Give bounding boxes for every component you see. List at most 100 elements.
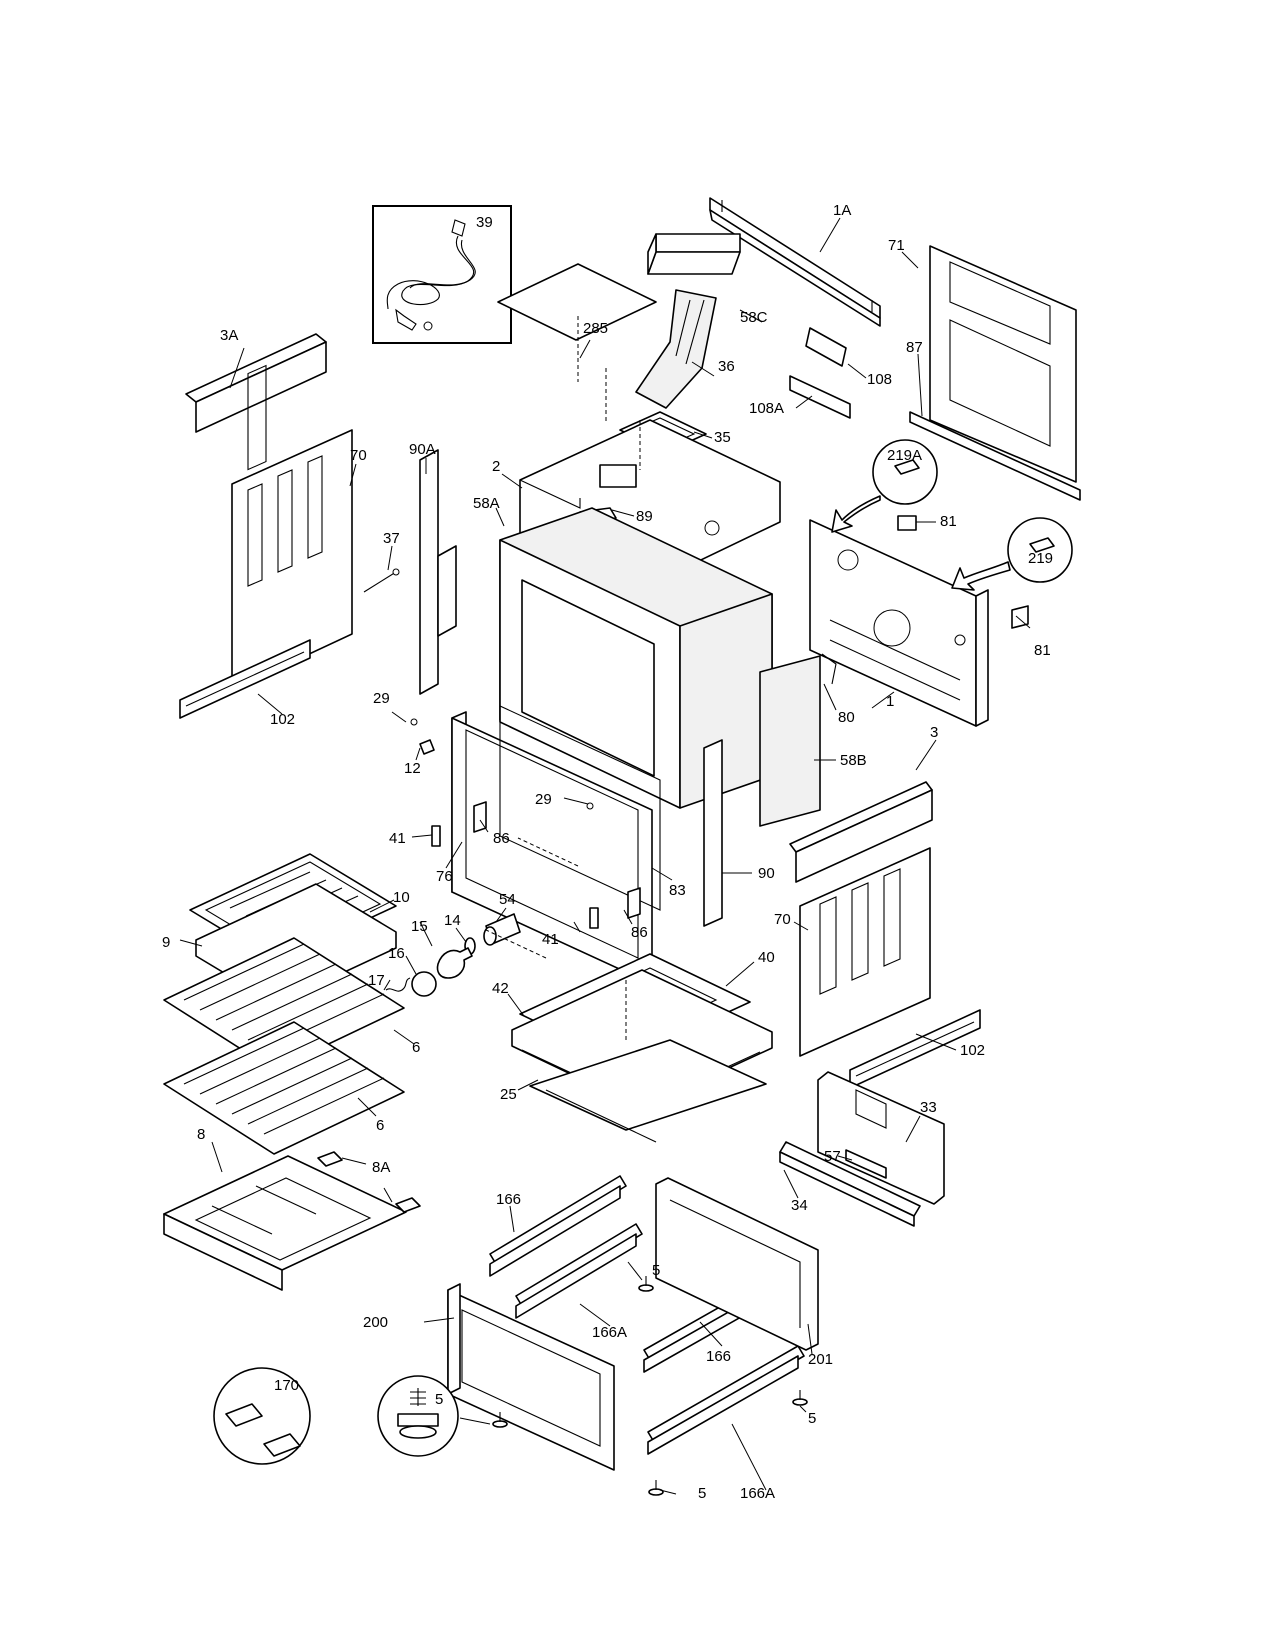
callout-108a: 108A: [749, 400, 784, 417]
callout-83: 83: [669, 882, 686, 899]
part-17-wire: [385, 977, 411, 992]
callout-10: 10: [393, 889, 410, 906]
callout-17: 17: [368, 972, 385, 989]
part-41-left-clip: [431, 825, 441, 847]
part-3a-rail: [185, 333, 327, 433]
part-71-rear-panel: [909, 245, 1081, 501]
callout-5-right: 5: [808, 1410, 816, 1427]
callout-1a: 1A: [833, 202, 851, 219]
part-86-left-hinge: [473, 801, 487, 833]
part-57-baffle: [845, 1149, 887, 1179]
part-166a-bottom-slide: [647, 1345, 805, 1455]
callout-labels: 1A 39 71 58C 3A 285 36 87 108 108A 35 90…: [162, 202, 1053, 1502]
callout-25: 25: [500, 1086, 517, 1103]
part-70-right-side-panel: [799, 847, 931, 1057]
callout-166-right: 166: [706, 1348, 731, 1365]
callout-102-left: 102: [270, 711, 295, 728]
part-58c-vent-box: [647, 233, 741, 275]
callout-166a-bottom: 166A: [740, 1485, 775, 1502]
part-25-bottom-shield: [529, 1039, 767, 1143]
callout-81-top: 81: [940, 513, 957, 530]
part-37-probe: [363, 568, 400, 593]
callout-6-top: 6: [412, 1039, 420, 1056]
callout-200: 200: [363, 1314, 388, 1331]
callout-71: 71: [888, 237, 905, 254]
part-3-right-rail: [789, 781, 933, 883]
part-81-top-bracket: [897, 515, 917, 531]
part-219a-thermostat-circle: [831, 439, 938, 533]
callout-42: 42: [492, 980, 509, 997]
part-108a-bracket: [789, 375, 851, 419]
callout-90: 90: [758, 865, 775, 882]
callout-5-bottom: 5: [698, 1485, 706, 1502]
callout-86-right: 86: [631, 924, 648, 941]
callout-6-bottom: 6: [376, 1117, 384, 1134]
callout-14: 14: [444, 912, 461, 929]
callout-41-left: 41: [389, 830, 406, 847]
callout-29-mid: 29: [535, 791, 552, 808]
callout-3a: 3A: [220, 327, 238, 344]
part-36-duct: [635, 289, 717, 409]
callout-1: 1: [886, 693, 894, 710]
part-8a-bottom-clip: [395, 1197, 421, 1213]
callout-219: 219: [1028, 550, 1053, 567]
callout-89: 89: [636, 508, 653, 525]
part-219-thermostat-circle: [951, 517, 1073, 591]
part-8-drawer-liner: [163, 1155, 407, 1291]
leader-lines: [179, 217, 1031, 1495]
callout-86-left: 86: [493, 830, 510, 847]
part-1a-rail: [709, 197, 881, 327]
part-16-light-lens: [411, 971, 437, 997]
callout-70-right: 70: [774, 911, 791, 928]
callout-40: 40: [758, 949, 775, 966]
part-15-light-bulb: [436, 947, 473, 979]
part-58a-oven-cavity: [499, 507, 773, 809]
callout-58a: 58A: [473, 495, 500, 512]
part-1-back-panel: [809, 519, 989, 727]
callout-37: 37: [383, 530, 400, 547]
part-5-foot-right: [792, 1390, 808, 1406]
part-33-rear-shield: [817, 1071, 945, 1205]
part-6-bottom-rack: [163, 1021, 405, 1155]
callout-35: 35: [714, 429, 731, 446]
callout-41-right: 41: [542, 931, 559, 948]
part-285-insulation: [497, 263, 657, 341]
callout-5-circle: 5: [435, 1391, 443, 1408]
callout-2: 2: [492, 458, 500, 475]
part-102-left-trim: [179, 639, 311, 719]
part-86-right-hinge: [627, 887, 641, 919]
part-5-leveling-leg-circle: [377, 1375, 459, 1457]
callout-36: 36: [718, 358, 735, 375]
callout-58b: 58B: [840, 752, 867, 769]
callout-285: 285: [583, 320, 608, 337]
part-200-drawer-frame: [447, 1283, 615, 1471]
part-83-liner: [499, 705, 661, 911]
callout-29-top: 29: [373, 690, 390, 707]
callout-81-bottom: 81: [1034, 642, 1051, 659]
callout-16: 16: [388, 945, 405, 962]
part-41-right-clip: [589, 907, 599, 929]
callout-8a: 8A: [372, 1159, 390, 1176]
part-12-light-socket: [419, 739, 435, 755]
callout-108: 108: [867, 371, 892, 388]
callout-170: 170: [274, 1377, 299, 1394]
part-90-side-strip: [703, 739, 723, 927]
callout-3: 3: [930, 724, 938, 741]
part-108-bracket: [805, 327, 847, 367]
callout-5-mid: 5: [652, 1262, 660, 1279]
callout-70-left: 70: [350, 447, 367, 464]
part-166a-top-slide: [515, 1223, 643, 1319]
callout-201: 201: [808, 1351, 833, 1368]
part-6-top-rack: [163, 937, 405, 1071]
callout-58c: 58C: [740, 309, 768, 326]
callout-33: 33: [920, 1099, 937, 1116]
part-29-screw-mid: [586, 802, 594, 810]
callout-34: 34: [791, 1197, 808, 1214]
part-76-door-frame: [451, 711, 653, 985]
assembly-dashed-lines: [485, 316, 641, 1040]
part-166-top-slide: [489, 1175, 627, 1277]
part-54-light-cover: [483, 913, 521, 946]
part-80-clip: [821, 653, 837, 685]
part-5-foot-mid: [638, 1276, 654, 1292]
part-29-screw-top: [410, 718, 418, 726]
